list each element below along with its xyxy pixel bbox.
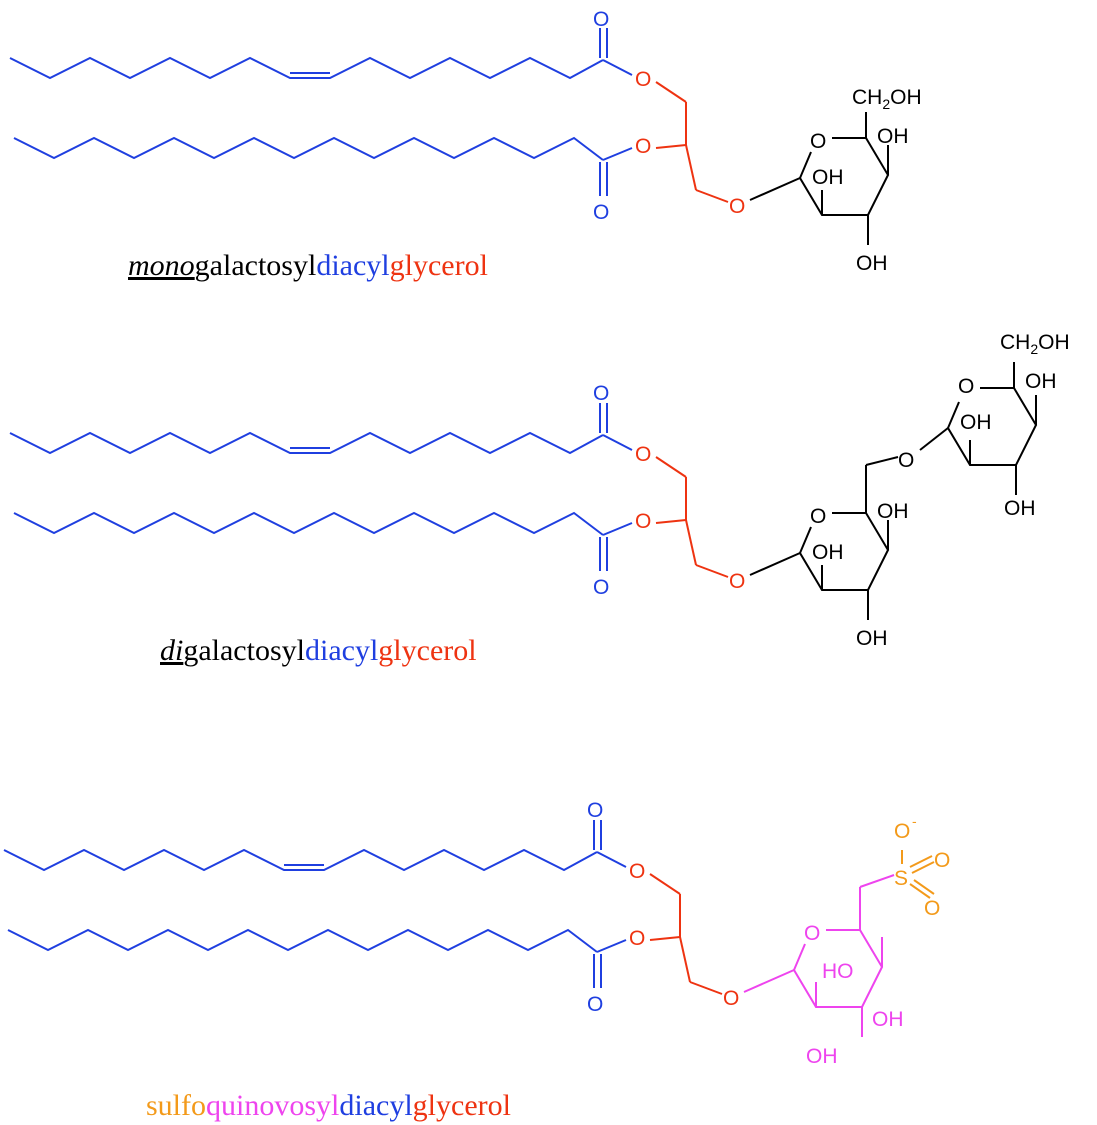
carbonyl-oxygen: O	[587, 799, 603, 822]
sulfur-atom: S	[894, 867, 908, 890]
hydroxyl-group: HO	[822, 960, 854, 983]
sulfonate-oxygen: O	[894, 820, 910, 843]
dgdg-structure: O O O O O O OH OH OH O O CH2OH OH OH OH …	[9, 331, 1070, 667]
ester-oxygen: O	[635, 510, 651, 533]
caption-dgdg: digalactosyldiacylglycerol	[160, 634, 477, 667]
hydroxyl-group: OH	[1004, 497, 1036, 520]
hydroxyl-group: OH	[806, 1045, 838, 1068]
caption-sqdg: sulfoquinovosyldiacylglycerol	[146, 1089, 511, 1122]
carbonyl-oxygen: O	[593, 576, 609, 599]
ring-oxygen: O	[804, 922, 820, 945]
glycosidic-oxygen: O	[898, 449, 914, 472]
hydroxyl-group: OH	[856, 252, 888, 275]
hydroxyl-group: OH	[877, 500, 909, 523]
carbonyl-oxygen: O	[593, 8, 609, 31]
carbonyl-oxygen: O	[593, 201, 609, 224]
sqdg-structure: O O O O O O HO OH OH O - S O O	[3, 799, 950, 1122]
ring-oxygen: O	[810, 130, 826, 153]
ch2oh-group: CH2OH	[852, 86, 922, 112]
sulfonate-oxygen: O	[934, 849, 950, 872]
hydroxyl-group: OH	[812, 541, 844, 564]
hydroxyl-group: OH	[877, 125, 909, 148]
mgdg-structure: O O O O O O CH2OH OH OH OH monogalactosy…	[9, 8, 922, 282]
ring-oxygen: O	[810, 505, 826, 528]
hydroxyl-group: OH	[960, 411, 992, 434]
ester-oxygen: O	[635, 135, 651, 158]
glycosidic-oxygen: O	[729, 195, 745, 218]
ester-oxygen: O	[629, 927, 645, 950]
ester-oxygen: O	[635, 443, 651, 466]
glycosidic-oxygen: O	[729, 570, 745, 593]
carbonyl-oxygen: O	[593, 382, 609, 405]
carbonyl-oxygen: O	[587, 993, 603, 1016]
ester-oxygen: O	[635, 68, 651, 91]
hydroxyl-group: OH	[812, 166, 844, 189]
glycosidic-oxygen: O	[723, 987, 739, 1010]
negative-charge: -	[912, 813, 917, 829]
hydroxyl-group: OH	[1025, 370, 1057, 393]
hydroxyl-group: OH	[872, 1008, 904, 1031]
hydroxyl-group: OH	[856, 627, 888, 650]
ring-oxygen: O	[958, 375, 974, 398]
ester-oxygen: O	[629, 860, 645, 883]
ch2oh-group: CH2OH	[1000, 331, 1070, 357]
caption-mgdg: monogalactosyldiacylglycerol	[128, 249, 488, 282]
sulfonate-oxygen: O	[924, 897, 940, 920]
